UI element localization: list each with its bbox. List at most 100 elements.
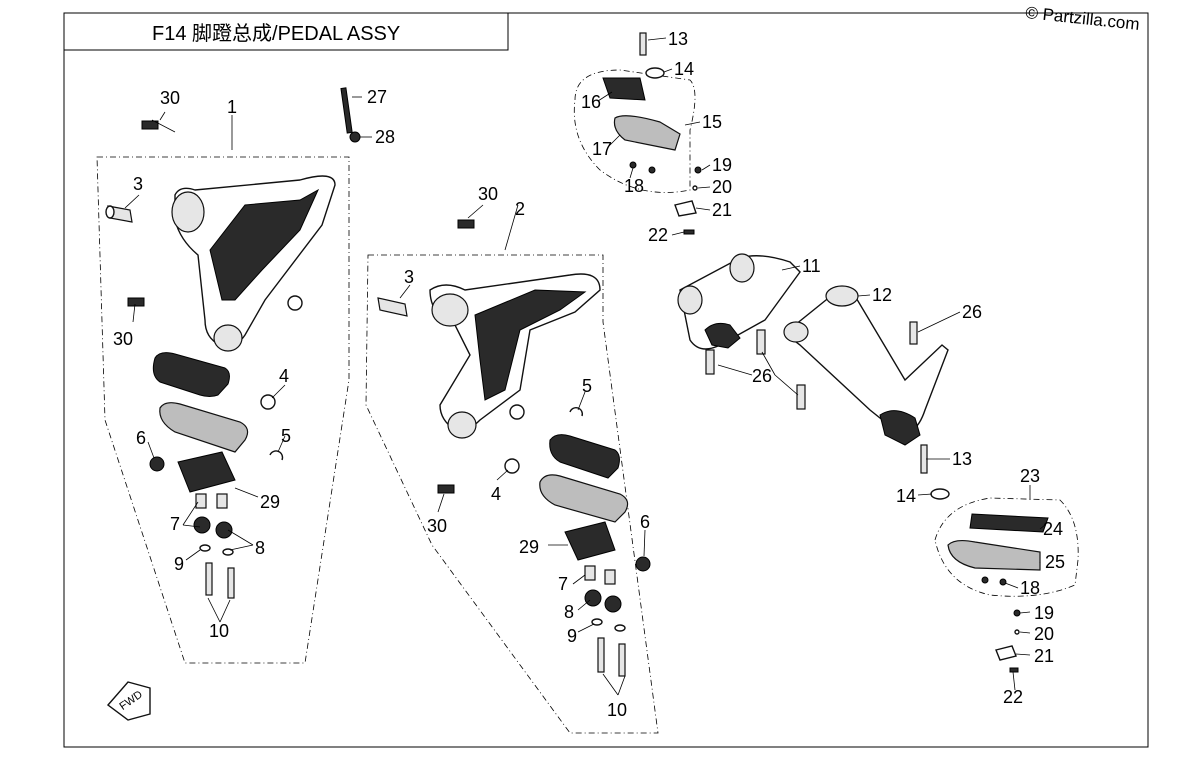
bracket-12-boss-left bbox=[783, 321, 809, 343]
callout-20-top: 20 bbox=[712, 177, 732, 197]
callout-30-right-top: 30 bbox=[478, 184, 498, 204]
left-collar-7a bbox=[195, 493, 207, 509]
right-bolt-30-bottom bbox=[437, 484, 455, 494]
callout-5-left: 5 bbox=[281, 426, 291, 446]
callout-22-top: 22 bbox=[648, 225, 668, 245]
callout-15: 15 bbox=[702, 112, 722, 132]
bolt-26-c bbox=[796, 384, 806, 410]
left-clip bbox=[269, 450, 284, 461]
pillion-peg-17 bbox=[613, 115, 681, 151]
callout-8-left: 8 bbox=[255, 538, 265, 558]
right-bracket-web bbox=[474, 289, 587, 401]
left-footpeg-plate bbox=[177, 451, 236, 493]
right-pin bbox=[377, 297, 408, 317]
callout-10-left: 10 bbox=[209, 621, 229, 641]
callout-9-right: 9 bbox=[567, 626, 577, 646]
left-spring bbox=[260, 394, 276, 410]
group-23-outline bbox=[934, 497, 1079, 597]
callout-20-bottom: 20 bbox=[1034, 624, 1054, 644]
callout-16: 16 bbox=[581, 92, 601, 112]
callout-3-left: 3 bbox=[133, 174, 143, 194]
ball-19-top bbox=[694, 166, 702, 174]
callout-12: 12 bbox=[872, 285, 892, 305]
bracket-11-boss-b bbox=[677, 285, 703, 315]
spring-20-top bbox=[692, 185, 698, 191]
passenger-bracket-11 bbox=[677, 253, 806, 410]
plate-21-top bbox=[674, 200, 697, 217]
right-nut-6 bbox=[635, 556, 651, 572]
right-bracket-boss-bottom bbox=[447, 411, 477, 439]
screw-18-a bbox=[629, 161, 637, 169]
leader-lines bbox=[124, 37, 1046, 696]
callout-4-right: 4 bbox=[491, 484, 501, 504]
left-nut-6 bbox=[149, 456, 165, 472]
group-15-outline bbox=[573, 69, 696, 193]
left-nut-28 bbox=[349, 131, 361, 143]
right-bolt-10b bbox=[618, 643, 626, 677]
bracket-12-pivot bbox=[879, 410, 921, 446]
bolt-26-d bbox=[909, 321, 918, 345]
right-bolt-10a bbox=[597, 637, 605, 673]
left-bolt-30-top bbox=[141, 120, 159, 130]
callout-13-top: 13 bbox=[668, 29, 688, 49]
plate-21-bottom bbox=[995, 645, 1017, 661]
left-pin-end bbox=[105, 205, 115, 219]
fwd-arrow-icon bbox=[106, 681, 151, 721]
right-washer-9b bbox=[614, 624, 626, 632]
partzilla-watermark: © Partzilla.com bbox=[1025, 3, 1141, 34]
passenger-footpeg-group bbox=[573, 32, 702, 235]
callout-22-bottom: 22 bbox=[1003, 687, 1023, 707]
right-damper-8b bbox=[604, 595, 622, 613]
callout-10-right: 10 bbox=[607, 700, 627, 720]
bolt-26-b bbox=[756, 329, 766, 355]
callout-2: 2 bbox=[515, 199, 525, 219]
callout-19-bottom: 19 bbox=[1034, 603, 1054, 623]
callout-21-top: 21 bbox=[712, 200, 732, 220]
callout-26-left: 26 bbox=[752, 366, 772, 386]
left-bracket-pivot bbox=[287, 295, 303, 311]
callout-1: 1 bbox=[227, 97, 237, 117]
diagram-border bbox=[63, 12, 1149, 748]
right-bolt-30-top bbox=[457, 219, 475, 229]
callout-7-right: 7 bbox=[558, 574, 568, 594]
callout-30-left-bottom: 30 bbox=[113, 329, 133, 349]
right-footpeg-rubber bbox=[549, 434, 620, 479]
callout-17: 17 bbox=[592, 139, 612, 159]
washer-14-mid bbox=[930, 488, 950, 500]
diagram-title: F14 脚蹬总成/PEDAL ASSY bbox=[152, 22, 400, 45]
screw-18-d bbox=[999, 578, 1007, 586]
callout-27: 27 bbox=[367, 87, 387, 107]
callout-14-top: 14 bbox=[674, 59, 694, 79]
left-bolt-10b bbox=[227, 567, 235, 599]
left-bolt-10a bbox=[205, 562, 213, 596]
bolt-26-a bbox=[705, 349, 715, 375]
washer-14-top bbox=[645, 67, 665, 79]
pin-22-bottom bbox=[1009, 667, 1019, 673]
passenger-footpeg-group-23 bbox=[934, 497, 1079, 673]
callout-7-left: 7 bbox=[170, 514, 180, 534]
callout-21-bottom: 21 bbox=[1034, 646, 1054, 666]
title-box bbox=[63, 12, 509, 51]
callout-11: 11 bbox=[802, 256, 821, 276]
right-bracket-boss-top bbox=[431, 293, 469, 327]
right-group-outline bbox=[365, 254, 659, 734]
callout-14-mid: 14 bbox=[896, 486, 916, 506]
left-group-outline bbox=[96, 156, 350, 664]
callout-28: 28 bbox=[375, 127, 395, 147]
callout-30-left-top: 30 bbox=[160, 88, 180, 108]
left-bracket-boss-top bbox=[171, 191, 205, 233]
pin-22-top bbox=[683, 229, 695, 235]
left-damper-8a bbox=[193, 516, 211, 534]
callout-13-mid: 13 bbox=[952, 449, 972, 469]
callout-9-left: 9 bbox=[174, 554, 184, 574]
screw-18-c bbox=[981, 576, 989, 584]
right-footrest-assembly bbox=[365, 219, 659, 734]
pillion-peg-25 bbox=[947, 539, 1041, 571]
callout-6-right: 6 bbox=[640, 512, 650, 532]
right-spring bbox=[504, 458, 520, 474]
left-bracket-boss-bottom bbox=[213, 324, 243, 352]
pillion-rubber-24 bbox=[969, 513, 1049, 533]
bracket-11-pivot bbox=[704, 322, 741, 349]
callout-24: 24 bbox=[1043, 519, 1063, 539]
